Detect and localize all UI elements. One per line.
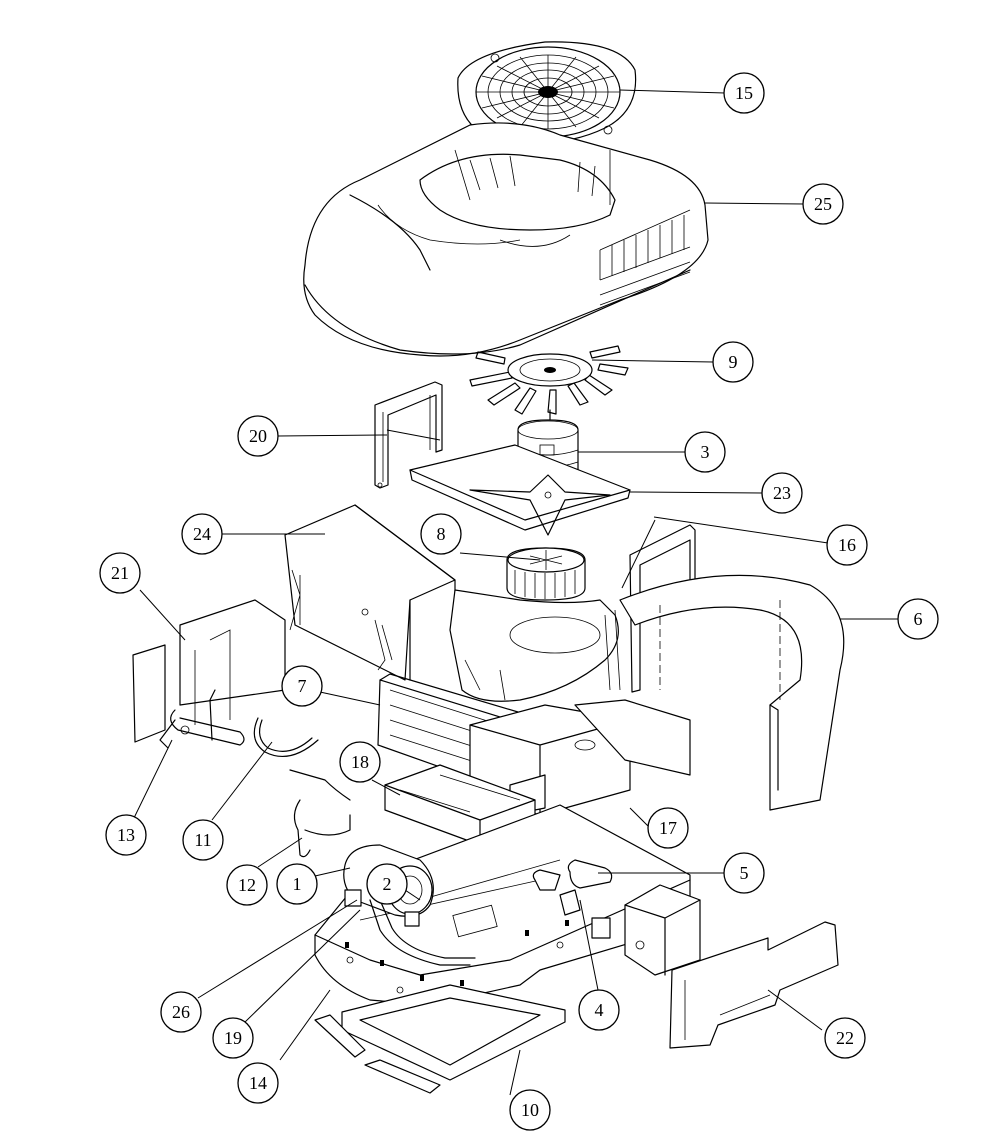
callout-23: 23: [761, 472, 803, 514]
part-11-tube: [253, 717, 319, 758]
part-8-blower-wheel: [506, 547, 586, 601]
svg-text:3: 3: [701, 442, 710, 462]
svg-text:26: 26: [172, 1002, 190, 1022]
part-6-curved-panel: [619, 574, 845, 811]
svg-text:1: 1: [293, 874, 302, 894]
callout-19: 19: [212, 1017, 254, 1059]
part-15-top-grille: [457, 41, 637, 144]
svg-text:7: 7: [298, 676, 307, 696]
svg-text:11: 11: [194, 830, 211, 850]
callout-26: 26: [160, 991, 202, 1033]
part-20-bracket: [374, 381, 443, 489]
part-10-gasket: [314, 984, 566, 1094]
leader-lines: [132, 89, 898, 1096]
callout-10: 10: [509, 1089, 551, 1131]
callout-7: 7: [281, 665, 323, 707]
callout-4: 4: [578, 989, 620, 1031]
svg-text:12: 12: [238, 875, 256, 895]
callout-5: 5: [723, 852, 765, 894]
callout-21: 21: [99, 552, 141, 594]
svg-text:17: 17: [659, 818, 677, 838]
part-12-tube: [289, 769, 351, 858]
svg-text:10: 10: [521, 1100, 539, 1120]
svg-text:8: 8: [437, 524, 446, 544]
svg-text:5: 5: [740, 863, 749, 883]
callout-24: 24: [181, 513, 223, 555]
part-5-capacitor: [532, 859, 613, 891]
svg-text:14: 14: [249, 1073, 267, 1093]
callout-6: 6: [897, 598, 939, 640]
svg-text:18: 18: [351, 752, 369, 772]
callout-16: 16: [826, 524, 868, 566]
electrical-box: [624, 884, 701, 976]
part-4-relay: [559, 889, 611, 939]
callout-22: 22: [824, 1017, 866, 1059]
svg-text:24: 24: [193, 524, 211, 544]
svg-text:16: 16: [838, 535, 856, 555]
part-22-side-panel: [669, 921, 839, 1049]
callout-14: 14: [237, 1062, 279, 1104]
callout-3: 3: [684, 431, 726, 473]
part-25-shroud: [303, 122, 709, 357]
svg-text:22: 22: [836, 1028, 854, 1048]
part-13-cap-tube: [159, 689, 245, 749]
callout-13: 13: [105, 814, 147, 856]
svg-text:19: 19: [224, 1028, 242, 1048]
callout-17: 17: [647, 807, 689, 849]
callout-1: 1: [276, 863, 318, 905]
svg-text:15: 15: [735, 83, 753, 103]
part-21-side-panel: [132, 599, 286, 743]
part-9-condenser-fan: [469, 345, 629, 415]
svg-text:21: 21: [111, 563, 129, 583]
blower-housing: [449, 589, 619, 702]
svg-text:9: 9: [729, 352, 738, 372]
part-23-motor-bracket: [409, 444, 631, 536]
callout-20: 20: [237, 415, 279, 457]
callout-25: 25: [802, 183, 844, 225]
callouts: 15 25 9 3 23 16 6 8 20 24 21 7 18 17 5 1…: [99, 72, 939, 1131]
svg-text:20: 20: [249, 426, 267, 446]
callout-11: 11: [182, 819, 224, 861]
svg-text:23: 23: [773, 483, 791, 503]
callout-15: 15: [723, 72, 765, 114]
callout-2: 2: [366, 863, 408, 905]
svg-text:6: 6: [914, 609, 923, 629]
svg-text:13: 13: [117, 825, 135, 845]
callout-18: 18: [339, 741, 381, 783]
part-16-divider-panel: [604, 524, 696, 693]
svg-text:25: 25: [814, 194, 832, 214]
callout-8: 8: [420, 513, 462, 555]
callout-12: 12: [226, 864, 268, 906]
callout-9: 9: [712, 341, 754, 383]
svg-text:4: 4: [595, 1000, 604, 1020]
svg-text:2: 2: [383, 874, 392, 894]
